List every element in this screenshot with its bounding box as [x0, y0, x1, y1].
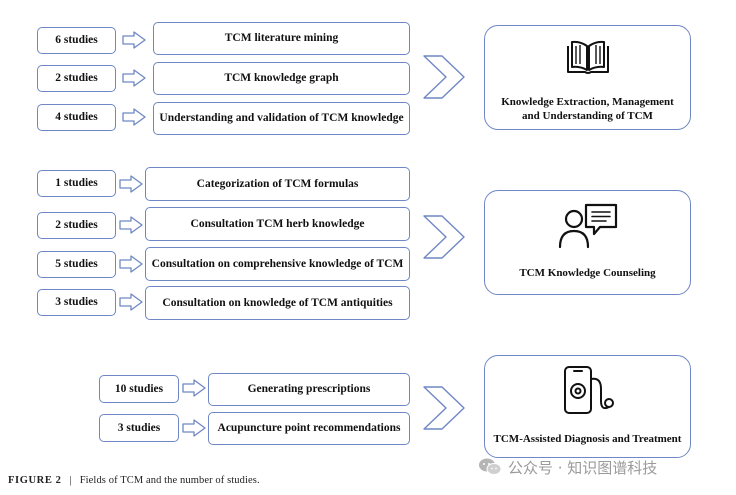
person-chat-icon: [558, 203, 617, 249]
study-count-box: 1 studies: [37, 170, 116, 197]
study-count-box: 10 studies: [99, 375, 179, 403]
category-label: TCM-Assisted Diagnosis and Treatment: [493, 433, 682, 445]
right-arrow-icon: [119, 216, 143, 234]
topic-box: Generating prescriptions: [208, 373, 410, 406]
category-label: Knowledge Extraction, Management and Und…: [501, 96, 674, 122]
topic-box: Understanding and validation of TCM know…: [153, 102, 410, 135]
topic-box: Categorization of TCM formulas: [145, 167, 410, 201]
chevron-right-icon: [423, 215, 465, 259]
study-count-box: 4 studies: [37, 104, 116, 131]
right-arrow-icon: [182, 419, 206, 437]
topic-box: TCM knowledge graph: [153, 62, 410, 95]
figure-number: FIGURE 2: [8, 475, 62, 486]
watermark-text: 公众号 · 知识图谱科技: [508, 458, 658, 477]
topic-box: TCM literature mining: [153, 22, 410, 55]
right-arrow-icon: [122, 108, 146, 126]
watermark: 公众号 · 知识图谱科技: [478, 456, 657, 478]
study-count-box: 2 studies: [37, 65, 116, 92]
right-arrow-icon: [122, 69, 146, 87]
phone-stethoscope-icon: [563, 366, 614, 414]
caption-separator: |: [69, 475, 72, 486]
study-count-box: 3 studies: [99, 414, 179, 442]
figure-caption: FIGURE 2 | Fields of TCM and the number of…: [8, 475, 260, 486]
right-arrow-icon: [182, 379, 206, 397]
topic-box: Consultation on comprehensive knowledge …: [145, 247, 410, 281]
right-arrow-icon: [122, 31, 146, 49]
caption-text: Fields of TCM and the number of studies.: [79, 475, 260, 486]
study-count-box: 6 studies: [37, 27, 116, 54]
chevron-right-icon: [423, 386, 465, 430]
right-arrow-icon: [119, 175, 143, 193]
category-box: TCM-Assisted Diagnosis and Treatment: [484, 355, 691, 458]
category-label: TCM Knowledge Counseling: [519, 267, 656, 279]
topic-box: Acupuncture point recommendations: [208, 412, 410, 445]
category-box: Knowledge Extraction, Management and Und…: [484, 25, 691, 130]
study-count-box: 3 studies: [37, 289, 116, 316]
study-count-box: 5 studies: [37, 251, 116, 278]
right-arrow-icon: [119, 293, 143, 311]
wechat-icon: [479, 458, 502, 475]
topic-box: Consultation TCM herb knowledge: [145, 207, 410, 241]
category-box: TCM Knowledge Counseling: [484, 190, 691, 295]
chevron-right-icon: [423, 55, 465, 99]
right-arrow-icon: [119, 255, 143, 273]
topic-box: Consultation on knowledge of TCM antiqui…: [145, 286, 410, 320]
study-count-box: 2 studies: [37, 212, 116, 239]
open-book-icon: [566, 40, 609, 74]
